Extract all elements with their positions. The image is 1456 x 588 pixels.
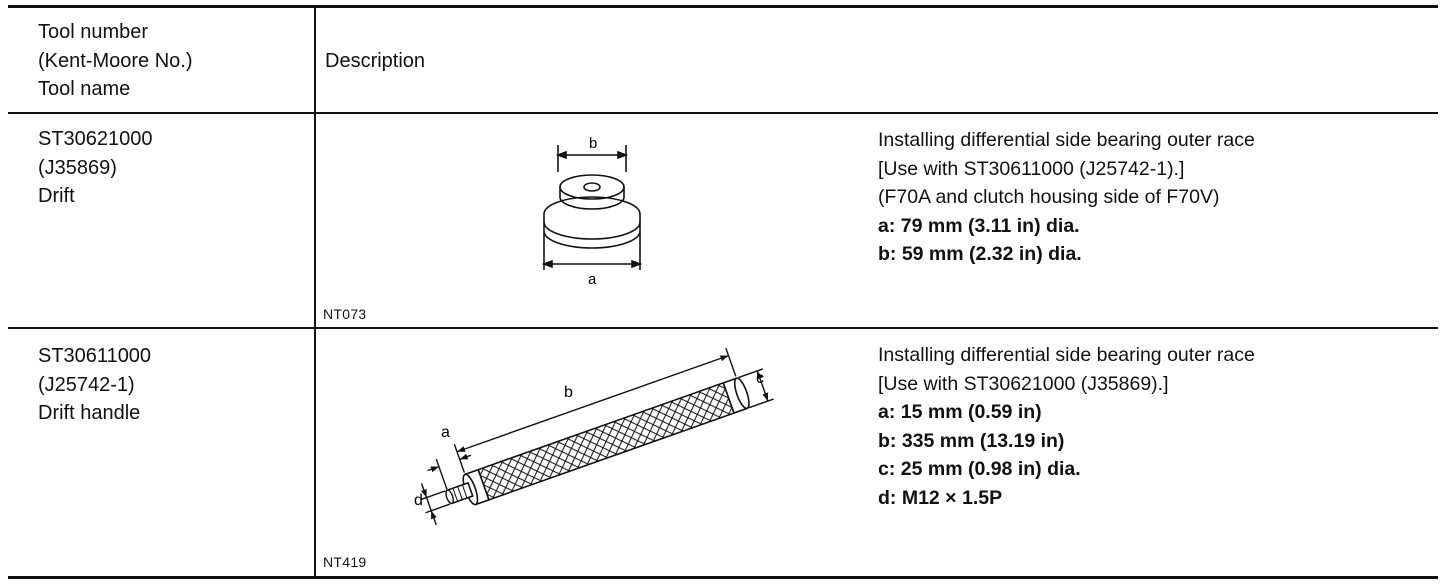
- row1-spec-b: b: 59 mm (2.32 in) dia.: [878, 243, 1082, 265]
- row1-desc-line3: (F70A and clutch housing side of F70V): [878, 186, 1220, 208]
- row2-description: Installing differential side bearing out…: [878, 341, 1255, 512]
- row1-spec-a: a: 79 mm (3.11 in) dia.: [878, 214, 1080, 237]
- header-description: Description: [325, 50, 426, 72]
- row2-spec-a: a: 15 mm (0.59 in): [878, 401, 1042, 423]
- row2-tool-name: Drift handle: [38, 402, 141, 424]
- drift-label-b: b: [589, 135, 597, 152]
- row1-tool-number: ST30621000: [38, 128, 153, 150]
- header-bottom-rule: [8, 112, 1438, 114]
- header-tool-name: Tool name: [38, 78, 131, 100]
- row1-description: Installing differential side bearing out…: [878, 126, 1255, 269]
- row1-kent-moore: (J35869): [38, 156, 117, 179]
- header-tool-column: Tool number (Kent-Moore No.) Tool name: [38, 18, 193, 104]
- table-bottom-rule: [8, 576, 1438, 579]
- handle-label-c: c: [756, 370, 764, 387]
- row2-spec-c: c: 25 mm (0.98 in) dia.: [878, 458, 1081, 480]
- row1-desc-line2: [Use with ST30611000 (J25742-1).]: [878, 157, 1185, 180]
- row2-desc-line1: Installing differential side bearing out…: [878, 344, 1255, 366]
- row-divider-rule: [8, 327, 1438, 329]
- row2-desc-line2: [Use with ST30621000 (J35869).]: [878, 372, 1169, 395]
- handle-label-d: d: [414, 492, 423, 509]
- row2-spec-b: b: 335 mm (13.19 in): [878, 429, 1065, 452]
- row1-tool-info: ST30621000 (J35869) Drift: [38, 125, 153, 211]
- table-top-rule: [8, 5, 1438, 8]
- drift-handle-illustration: b a c d: [414, 347, 774, 526]
- handle-label-b: b: [564, 384, 573, 401]
- row2-kent-moore: (J25742-1): [38, 373, 135, 396]
- header-kent-moore: (Kent-Moore No.): [38, 49, 193, 72]
- header-tool-number: Tool number: [38, 21, 149, 43]
- row2-tool-number: ST30611000: [38, 345, 152, 367]
- row2-spec-d: d: M12 × 1.5P: [878, 486, 1003, 509]
- drift-label-a: a: [588, 271, 597, 287]
- handle-label-a: a: [441, 424, 450, 441]
- row2-tool-info: ST30611000 (J25742-1) Drift handle: [38, 342, 151, 428]
- column-divider: [314, 5, 316, 578]
- row1-desc-line1: Installing differential side bearing out…: [878, 129, 1255, 151]
- row1-tool-name: Drift: [38, 185, 75, 207]
- row1-illustration-code: NT073: [323, 306, 367, 322]
- drift-illustration: b a: [541, 135, 643, 287]
- row2-illustration-code: NT419: [323, 554, 367, 570]
